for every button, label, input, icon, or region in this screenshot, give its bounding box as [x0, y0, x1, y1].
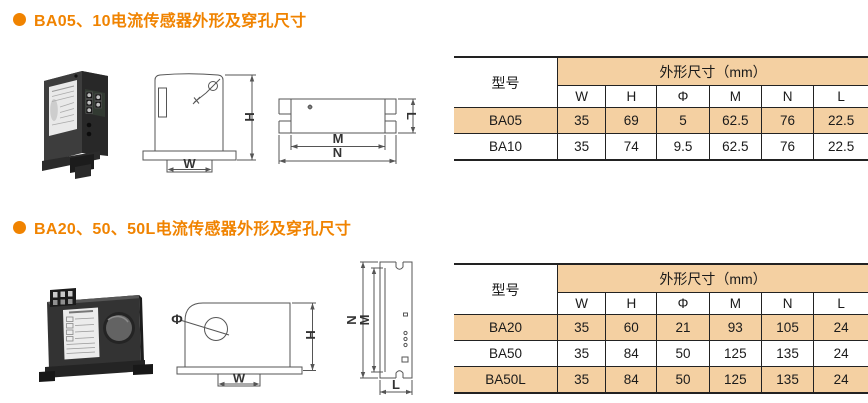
model-cell: BA20: [454, 314, 558, 341]
value-cell: 84: [605, 340, 658, 367]
value-cell: 135: [760, 366, 815, 394]
dim-label-phi: Φ: [171, 311, 183, 327]
col-header-h: H: [605, 292, 658, 315]
dim-label-h: H: [303, 330, 318, 339]
value-cell: 135: [760, 340, 815, 367]
value-cell: 35: [556, 314, 607, 341]
value-cell: 35: [556, 107, 607, 134]
value-cell: 5: [656, 107, 710, 134]
dim-label-m: M: [333, 131, 344, 146]
value-cell: 24: [813, 340, 868, 367]
value-cell: 93: [708, 314, 762, 341]
col-header-n: N: [760, 85, 815, 108]
value-cell: 9.5: [656, 133, 710, 161]
dim-label-n: N: [344, 315, 359, 324]
table-row-ba10: BA10 35 74 9.5 62.5 76 22.5: [454, 133, 868, 161]
col-header-m: M: [708, 292, 762, 315]
front-view-drawing-ba05: W H: [142, 73, 257, 173]
sensor-photo-ba20: [39, 288, 153, 382]
table-row-ba50l: BA50L 35 84 50 125 135 24: [454, 366, 868, 394]
col-header-phi: Φ: [656, 292, 710, 315]
value-cell: 74: [605, 133, 658, 161]
value-cell: 24: [813, 314, 868, 341]
value-cell: 24: [813, 366, 868, 394]
model-cell: BA50L: [454, 366, 558, 394]
table-row-ba20: BA20 35 60 21 93 105 24: [454, 314, 868, 341]
value-cell: 125: [708, 366, 762, 394]
value-cell: 76: [760, 107, 815, 134]
dims-header-cell: 外形尺寸（mm）: [556, 263, 868, 293]
section2-title-text: BA20、50、50L电流传感器外形及穿孔尺寸: [34, 221, 352, 238]
col-header-l: L: [813, 292, 868, 315]
model-cell: BA05: [454, 107, 558, 134]
col-header-m: M: [708, 85, 762, 108]
front-view-drawing-ba20: Φ W H: [171, 302, 318, 387]
bullet-icon: [13, 12, 26, 26]
dim-label-h: H: [242, 112, 257, 121]
bullet-icon: [13, 220, 26, 234]
col-header-l: L: [813, 85, 868, 108]
col-header-w: W: [557, 85, 607, 108]
value-cell: 35: [556, 133, 607, 161]
side-view-drawing-ba20: N M L: [344, 261, 413, 395]
section1-title-text: BA05、10电流传感器外形及穿孔尺寸: [34, 13, 307, 30]
col-header-phi: Φ: [656, 85, 710, 108]
value-cell: 60: [605, 314, 658, 341]
value-cell: 50: [656, 366, 710, 394]
col-header-w: W: [557, 292, 607, 315]
sensor-photo-ba05: [42, 71, 108, 179]
section2-title: BA20、50、50L电流传感器外形及穿孔尺寸: [13, 215, 351, 239]
value-cell: 62.5: [708, 133, 762, 161]
value-cell: 21: [656, 314, 710, 341]
value-cell: 35: [556, 366, 607, 394]
value-cell: 22.5: [813, 107, 868, 134]
side-view-drawing-ba05: M N L: [278, 98, 419, 164]
col-header-h: H: [605, 85, 658, 108]
spec-table-ba05-10: 型号 外形尺寸（mm） W H Φ M N L BA05 35 69 5 62.…: [454, 56, 868, 161]
model-cell: BA50: [454, 340, 558, 367]
value-cell: 50: [656, 340, 710, 367]
model-header-cell: 型号: [454, 263, 558, 315]
dim-label-l: L: [404, 112, 419, 120]
value-cell: 125: [708, 340, 762, 367]
spec-table-ba20-50-50l: 型号 外形尺寸（mm） W H Φ M N L BA20 35 60 21 93…: [454, 263, 868, 394]
value-cell: 22.5: [813, 133, 868, 161]
table-row-ba50: BA50 35 84 50 125 135 24: [454, 340, 868, 367]
model-cell: BA10: [454, 133, 558, 161]
value-cell: 76: [760, 133, 815, 161]
value-cell: 84: [605, 366, 658, 394]
model-header-cell: 型号: [454, 56, 558, 108]
value-cell: 69: [605, 107, 658, 134]
dim-label-l: L: [392, 377, 400, 392]
dims-header-cell: 外形尺寸（mm）: [556, 56, 868, 86]
value-cell: 105: [760, 314, 815, 341]
value-cell: 62.5: [708, 107, 762, 134]
dim-label-m: M: [357, 315, 372, 326]
dim-label-n: N: [333, 145, 342, 160]
section1-title: BA05、10电流传感器外形及穿孔尺寸: [13, 7, 306, 31]
col-header-n: N: [760, 292, 815, 315]
value-cell: 35: [556, 340, 607, 367]
dim-label-w: W: [233, 371, 246, 386]
dim-label-w: W: [183, 156, 196, 171]
table-row-ba05: BA05 35 69 5 62.5 76 22.5: [454, 107, 868, 134]
